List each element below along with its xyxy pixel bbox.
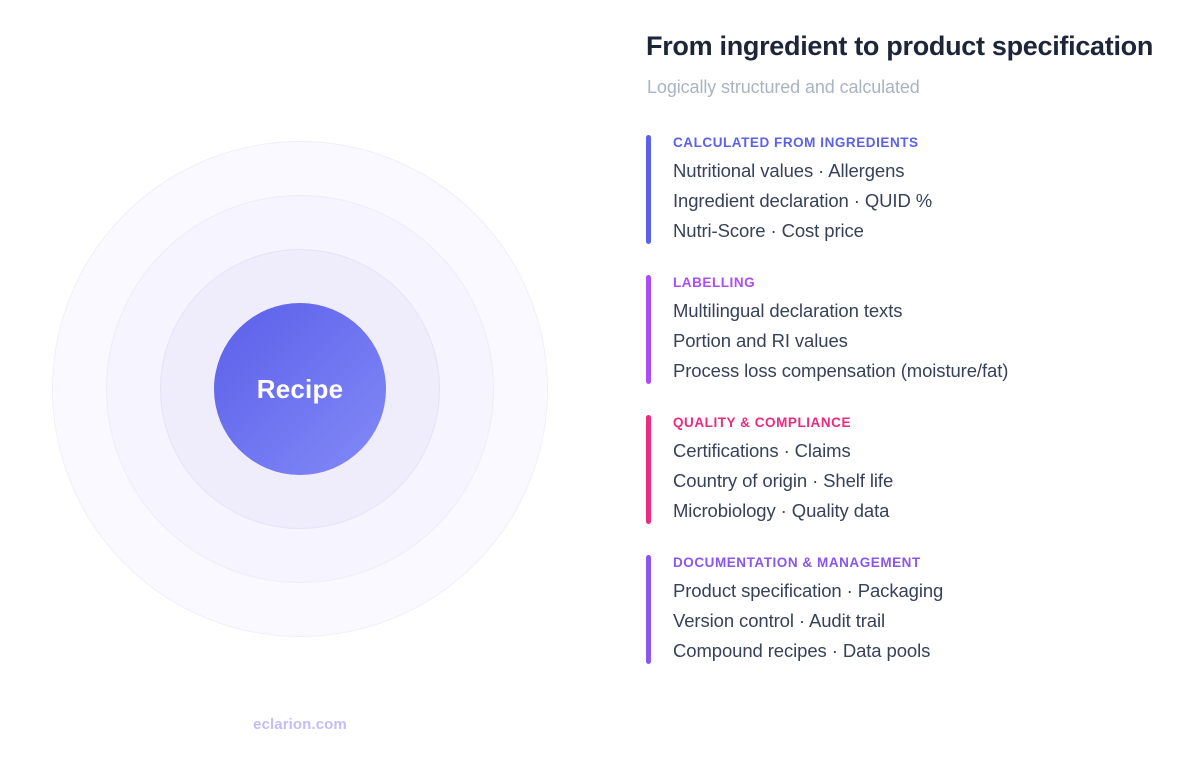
core-circle: Recipe (214, 303, 386, 475)
category-line: Nutritional values · Allergens (673, 160, 905, 181)
accent-bar (646, 555, 651, 664)
category-line: Multilingual declaration texts (673, 300, 903, 321)
category-line: Version control · Audit trail (673, 610, 886, 631)
concentric-ring-diagram: Recipe eclarion.com (52, 141, 548, 733)
category-line: Product specification · Packaging (673, 580, 944, 601)
category-heading: DOCUMENTATION & MANAGEMENT (673, 555, 921, 570)
core-label: Recipe (256, 373, 344, 404)
accent-bar (646, 415, 651, 524)
category-line: Country of origin · Shelf life (673, 470, 894, 491)
category-block: LABELLING Multilingual declaration texts… (646, 273, 1200, 386)
category-line: Microbiology · Quality data (673, 500, 890, 521)
category-heading: LABELLING (673, 275, 756, 290)
category-block: CALCULATED FROM INGREDIENTS Nutritional … (646, 133, 1200, 246)
content-panel: From ingredient to product specification… (646, 0, 1200, 780)
category-block-list: CALCULATED FROM INGREDIENTS Nutritional … (646, 133, 1200, 666)
category-heading: QUALITY & COMPLIANCE (673, 415, 852, 430)
site-watermark: eclarion.com (253, 716, 347, 733)
category-line: Process loss compensation (moisture/fat) (673, 360, 1009, 381)
page-subtitle: Logically structured and calculated (647, 77, 920, 97)
page-title: From ingredient to product specification (646, 31, 1154, 61)
category-line: Nutri-Score · Cost price (673, 220, 864, 241)
category-block: QUALITY & COMPLIANCE Certifications · Cl… (646, 413, 1200, 526)
category-line: Ingredient declaration · QUID % (673, 190, 933, 211)
category-line: Compound recipes · Data pools (673, 640, 931, 661)
accent-bar (646, 135, 651, 244)
category-line: Portion and RI values (673, 330, 848, 351)
accent-bar (646, 275, 651, 384)
category-line: Certifications · Claims (673, 440, 851, 461)
category-block: DOCUMENTATION & MANAGEMENT Product speci… (646, 553, 1200, 666)
category-heading: CALCULATED FROM INGREDIENTS (673, 135, 919, 150)
